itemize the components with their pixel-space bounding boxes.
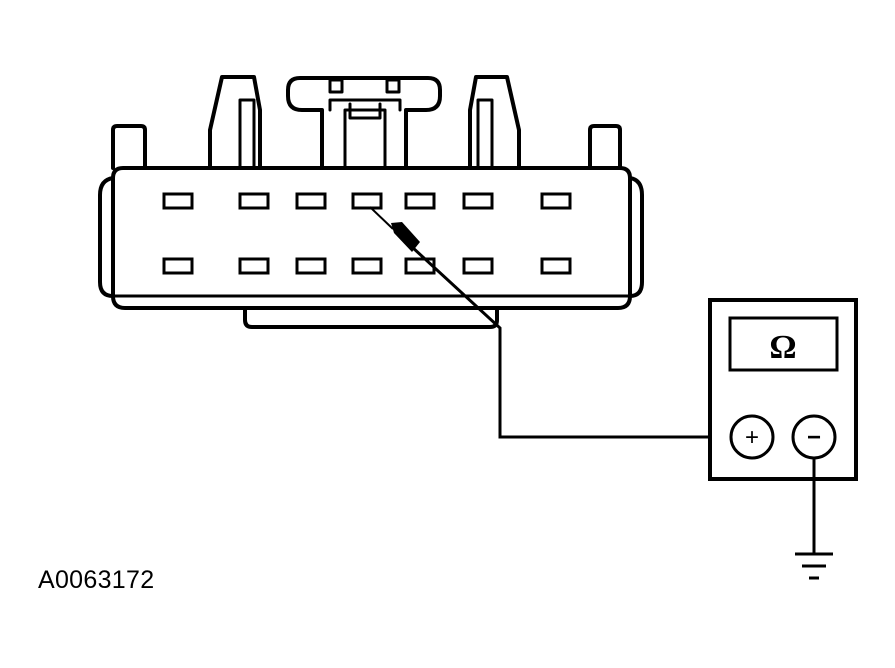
test-probe (369, 206, 732, 439)
pin-1-2 (238, 192, 270, 210)
latch-right-detail (476, 98, 494, 170)
pin-2-5 (404, 257, 436, 275)
positive-lead (410, 245, 732, 439)
negative-terminal-label: − (807, 424, 821, 451)
pin-1-4 (351, 192, 383, 210)
pin-1-1 (162, 192, 194, 210)
meter-display (728, 316, 839, 372)
probe-tip (369, 206, 394, 230)
connector-left-flange (98, 176, 115, 298)
connector-housing (111, 166, 632, 310)
connector-ledge (243, 304, 499, 329)
pin-2-6 (462, 257, 494, 275)
lock-tab (328, 98, 402, 170)
pin-2-1 (162, 257, 194, 275)
pin-row-1 (162, 192, 572, 210)
positive-terminal (729, 414, 775, 460)
lock-slot-left (328, 78, 344, 94)
connector-top-outline (111, 75, 622, 170)
pin-1-6 (462, 192, 494, 210)
pin-2-3 (295, 257, 327, 275)
figure-reference-id: A0063172 (38, 566, 155, 594)
probe-body (391, 222, 420, 252)
lock-slot-right (385, 78, 401, 94)
ground-icon (795, 458, 833, 580)
pin-1-5 (404, 192, 436, 210)
pin-1-7 (540, 192, 572, 210)
pin-1-3 (295, 192, 327, 210)
latch-left-detail (238, 98, 256, 170)
pin-2-7 (540, 257, 572, 275)
ohm-symbol: Ω (769, 329, 796, 366)
positive-terminal-label: + (745, 424, 759, 451)
pin-2-2 (238, 257, 270, 275)
pin-2-4 (351, 257, 383, 275)
connector-right-flange (628, 176, 644, 298)
ohmmeter: Ω + − (708, 298, 858, 481)
